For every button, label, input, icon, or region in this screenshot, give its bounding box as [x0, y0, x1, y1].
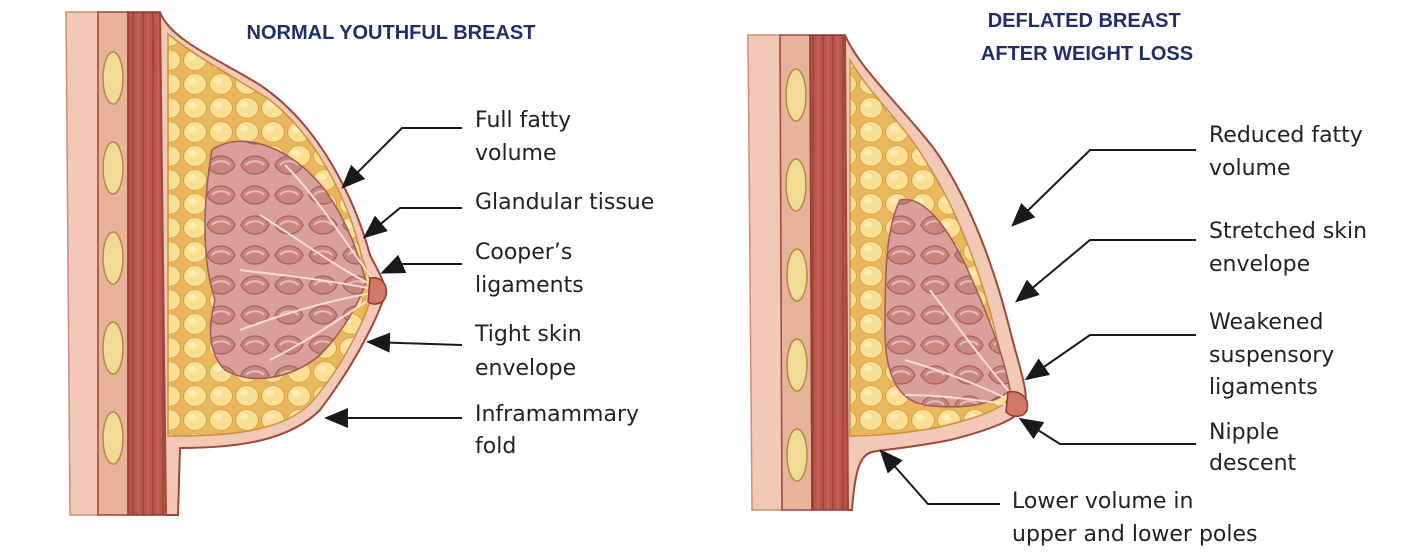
- arrow-stretched-skin-envelope: [1014, 239, 1196, 303]
- normal-breast-illustration: [65, 11, 388, 516]
- arrow-full-fatty-volume: [341, 127, 462, 189]
- label-glandular-tissue: Glandular tissue: [475, 190, 654, 215]
- label-weakened-suspensory-ligaments: Weakened suspensory ligaments: [1209, 310, 1341, 400]
- label-full-fatty-volume: Full fatty volume: [475, 108, 578, 166]
- label-inframammary-fold: Inframammary fold: [475, 402, 646, 459]
- label-stretched-skin-envelope: Stretched skin envelope: [1209, 219, 1374, 277]
- arrow-lower-volume-poles: [879, 449, 1000, 505]
- arrow-weakened-suspensory-ligaments: [1024, 334, 1196, 381]
- arrow-reduced-fatty-volume: [1011, 149, 1196, 227]
- label-nipple-descent: Nipple descent: [1209, 420, 1297, 476]
- arrow-coopers-ligaments: [380, 254, 462, 274]
- label-lower-volume-poles: Lower volume in upper and lower poles: [1012, 489, 1258, 547]
- label-reduced-fatty-volume: Reduced fatty volume: [1209, 123, 1370, 181]
- arrow-glandular-tissue: [362, 207, 462, 239]
- deflated-breast-illustration: [747, 34, 1029, 511]
- label-tight-skin-envelope: Tight skin envelope: [474, 322, 589, 381]
- label-coopers-ligaments: Cooper’s ligaments: [475, 240, 584, 298]
- deflated-labels: Reduced fatty volume Stretched skin enve…: [879, 123, 1374, 547]
- arrow-nipple-descent: [1018, 417, 1196, 445]
- normal-labels: Full fatty volume Glandular tissue Coope…: [324, 108, 654, 459]
- arrow-tight-skin-envelope: [366, 332, 463, 353]
- normal-title: NORMAL YOUTHFUL BREAST: [247, 22, 536, 44]
- deflated-title: DEFLATED BREAST AFTER WEIGHT LOSS: [981, 10, 1193, 65]
